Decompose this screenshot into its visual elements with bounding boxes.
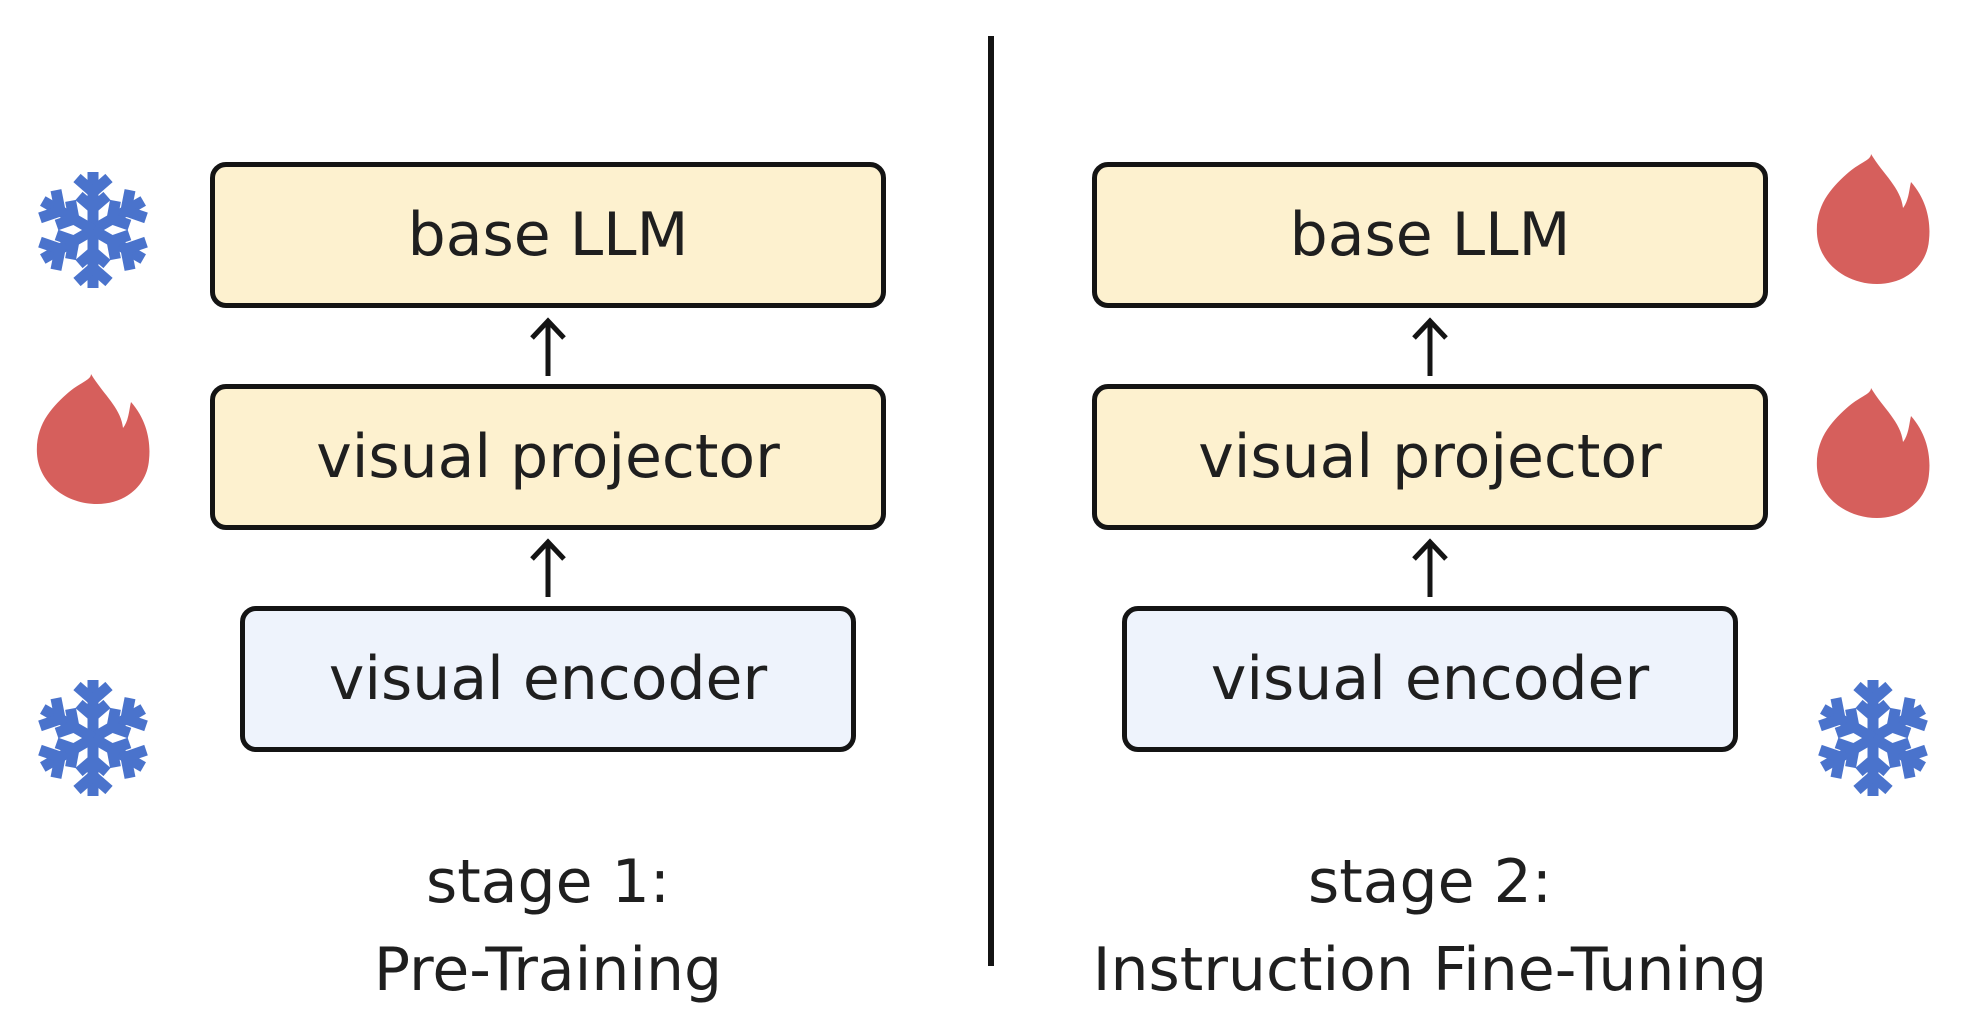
flame-icon — [1816, 154, 1930, 284]
stage-name: Pre-Training — [373, 935, 723, 1005]
stage-number: stage 2: — [1307, 847, 1552, 917]
visual-projector-box: visual projector — [1092, 384, 1768, 530]
arrow-up-icon — [1412, 317, 1448, 376]
stage-1-panel: base LLM visual projector visual encoder… — [0, 160, 886, 1014]
stage-number: stage 1: — [425, 847, 670, 917]
visual-encoder-box: visual encoder — [240, 606, 856, 752]
snowflake-icon — [28, 668, 158, 808]
visual-projector-label: visual projector — [316, 422, 780, 492]
base-llm-box: base LLM — [1092, 162, 1768, 308]
visual-encoder-label: visual encoder — [328, 644, 768, 714]
arrow-up-icon — [530, 538, 566, 597]
flame-icon — [36, 374, 150, 504]
visual-projector-box: visual projector — [210, 384, 886, 530]
visual-encoder-box: visual encoder — [1122, 606, 1738, 752]
snowflake-icon — [28, 160, 158, 300]
arrow-up-icon — [530, 317, 566, 376]
arrow-up-icon — [1412, 538, 1448, 597]
stage-caption: stage 1: Pre-Training — [230, 838, 866, 1014]
stage-2-panel: base LLM visual projector visual encoder… — [982, 0, 1964, 1019]
visual-encoder-label: visual encoder — [1210, 644, 1650, 714]
stage-divider — [988, 36, 994, 966]
stage-name: Instruction Fine-Tuning — [1092, 935, 1768, 1005]
flame-icon — [1816, 388, 1930, 518]
base-llm-label: base LLM — [1289, 200, 1571, 270]
stage-caption: stage 2: Instruction Fine-Tuning — [1062, 838, 1798, 1014]
base-llm-box: base LLM — [210, 162, 886, 308]
base-llm-label: base LLM — [407, 200, 689, 270]
visual-projector-label: visual projector — [1198, 422, 1662, 492]
snowflake-icon — [1808, 668, 1938, 808]
